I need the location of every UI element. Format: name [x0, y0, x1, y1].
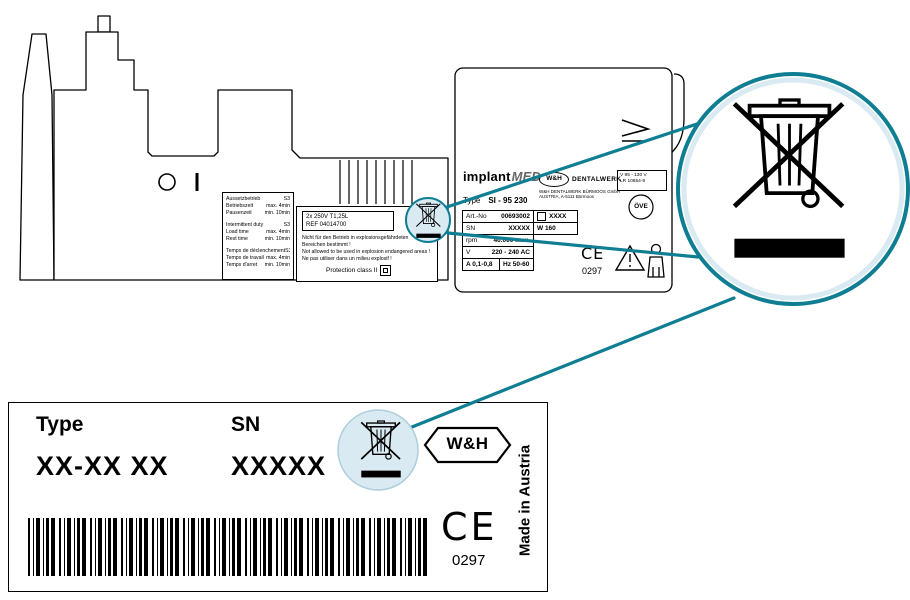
ove-label: ÖVE — [634, 203, 648, 210]
wh-logo-small: W&H — [539, 172, 569, 187]
watt-value: W 160 — [537, 225, 556, 232]
duty-value: max. 4min — [266, 229, 290, 235]
duty-label: Temps de travail — [226, 255, 264, 261]
sn-value: XXXXX — [508, 225, 530, 232]
warning-line: Bereichen bestimmt ! — [302, 242, 351, 248]
duty-label: Intermittent duty — [226, 222, 264, 228]
type-b-applied-part-icon — [647, 243, 665, 278]
duty-label: Temps d'arret — [226, 262, 258, 268]
brand-med: MED — [511, 169, 542, 184]
weee-icon-callout — [676, 72, 910, 306]
volt-label: V — [466, 249, 471, 256]
label-sn-heading: SN — [231, 413, 261, 436]
duty-value: S3 — [283, 196, 290, 202]
power-off-icon — [158, 173, 176, 191]
hz-cell: Hz 50-60 — [499, 258, 534, 271]
barcode — [28, 518, 430, 576]
label-ce-number: 0297 — [452, 552, 486, 569]
callout-connector-lines — [400, 120, 736, 433]
watt-cell: W 160 — [533, 222, 578, 235]
label-type-value: XX-XX XX — [36, 451, 169, 481]
label-ce-mark: CE — [441, 505, 498, 549]
power-switch — [158, 173, 199, 191]
manufacturer-address: W&H DENTALWERK BÜRMOOS GmbH AUSTRIA, A-5… — [539, 189, 629, 200]
duty-row: Aussetzbetrieb S3 — [226, 196, 290, 203]
protection-label: Protection class II — [326, 267, 378, 274]
type-label: Type — [463, 196, 481, 205]
certification-box: V 95 - 130 V LR 10654-9 — [617, 170, 667, 191]
hz-value: Hz 50-60 — [503, 261, 530, 268]
artno-label: Art.-No — [466, 213, 487, 220]
fuse-box: 2x 250V T1,25L REF 04014700 — [302, 211, 394, 231]
vent-grille — [339, 160, 413, 204]
duty-label: Pausenzeit — [226, 210, 252, 216]
duty-label: Rest time — [226, 236, 248, 242]
cert-line: LR 10654-9 — [620, 179, 646, 185]
label-sn-value: XXXXX — [231, 451, 327, 481]
fuse-ref: REF 04014700 — [306, 221, 347, 228]
explosion-warning-text: Nicht für den Betrieb in explosionsgefäh… — [302, 235, 436, 263]
brand-implant: implant — [463, 169, 511, 184]
rpm-value: 40.000 max. — [493, 237, 530, 244]
manufacturer-symbol-icon — [537, 212, 546, 221]
fuse-rating: 2x 250V T1,25L — [306, 214, 349, 220]
duty-value: S3 — [285, 248, 290, 254]
duty-row: Betriebszeit max. 4min — [226, 203, 290, 210]
address-line: AUSTRIA, A-5111 Bürmoos — [539, 194, 594, 200]
protection-class-2-icon — [380, 265, 392, 276]
duty-row: Temps de déclenchementS3 — [226, 248, 290, 255]
duty-label: Betriebszeit — [226, 203, 254, 209]
artno-value: 00693002 — [501, 213, 530, 220]
duty-value: S3 — [283, 222, 290, 228]
duty-row: Intermittent duty S3 — [226, 222, 290, 229]
duty-row: Load time max. 4min — [226, 229, 290, 236]
duty-value: min. 10min — [264, 262, 290, 268]
duty-label: Aussetzbetrieb — [226, 196, 261, 202]
warning-line: Not allowed to be used in explosion enda… — [302, 249, 431, 255]
volt-value: 220 - 240 AC — [491, 249, 530, 256]
protection-class-row: Protection class II — [326, 265, 392, 276]
ce-number: 0297 — [582, 266, 603, 276]
made-in-austria: Made in Austria — [516, 444, 534, 557]
duty-row: Pausenzeit min. 10min — [226, 210, 290, 217]
wh-logo-large: W&H — [446, 434, 489, 453]
amp-value: A 0,1-0,8 — [466, 261, 493, 268]
warning-line: Nicht für den Betrieb in explosionsgefäh… — [302, 235, 409, 241]
mfg-value: XXXX — [549, 213, 567, 220]
amp-cell: A 0,1-0,8 — [462, 258, 500, 271]
sample-label-border — [8, 402, 548, 592]
dentalwerk-label: DENTALWERK — [572, 176, 622, 183]
sn-label: SN — [466, 225, 476, 232]
duty-value: max. 4min — [266, 255, 290, 261]
type-value: SI - 95 230 — [488, 196, 528, 205]
implantmed-logo: implantMED — [463, 169, 541, 184]
duty-label: Load time — [226, 229, 249, 235]
duty-value: min. 10min — [264, 210, 290, 216]
duty-value: min. 10min — [264, 236, 290, 242]
warning-triangle-icon — [614, 244, 646, 271]
warning-line: Ne pas utiliser dans un milieu explosif … — [302, 256, 392, 262]
duty-label: Temps de déclenchement — [226, 248, 286, 254]
rpm-label: rpm — [466, 237, 478, 244]
duty-value: max. 4min — [266, 203, 290, 209]
foot-control-icon — [621, 119, 651, 142]
plate-type-row: Type SI - 95 230 — [463, 196, 527, 205]
duty-row: Rest time min. 10min — [226, 236, 290, 243]
duty-row: Temps d'arret min. 10min — [226, 262, 290, 269]
ce-mark: CE — [581, 244, 605, 263]
label-type-heading: Type — [36, 413, 84, 436]
